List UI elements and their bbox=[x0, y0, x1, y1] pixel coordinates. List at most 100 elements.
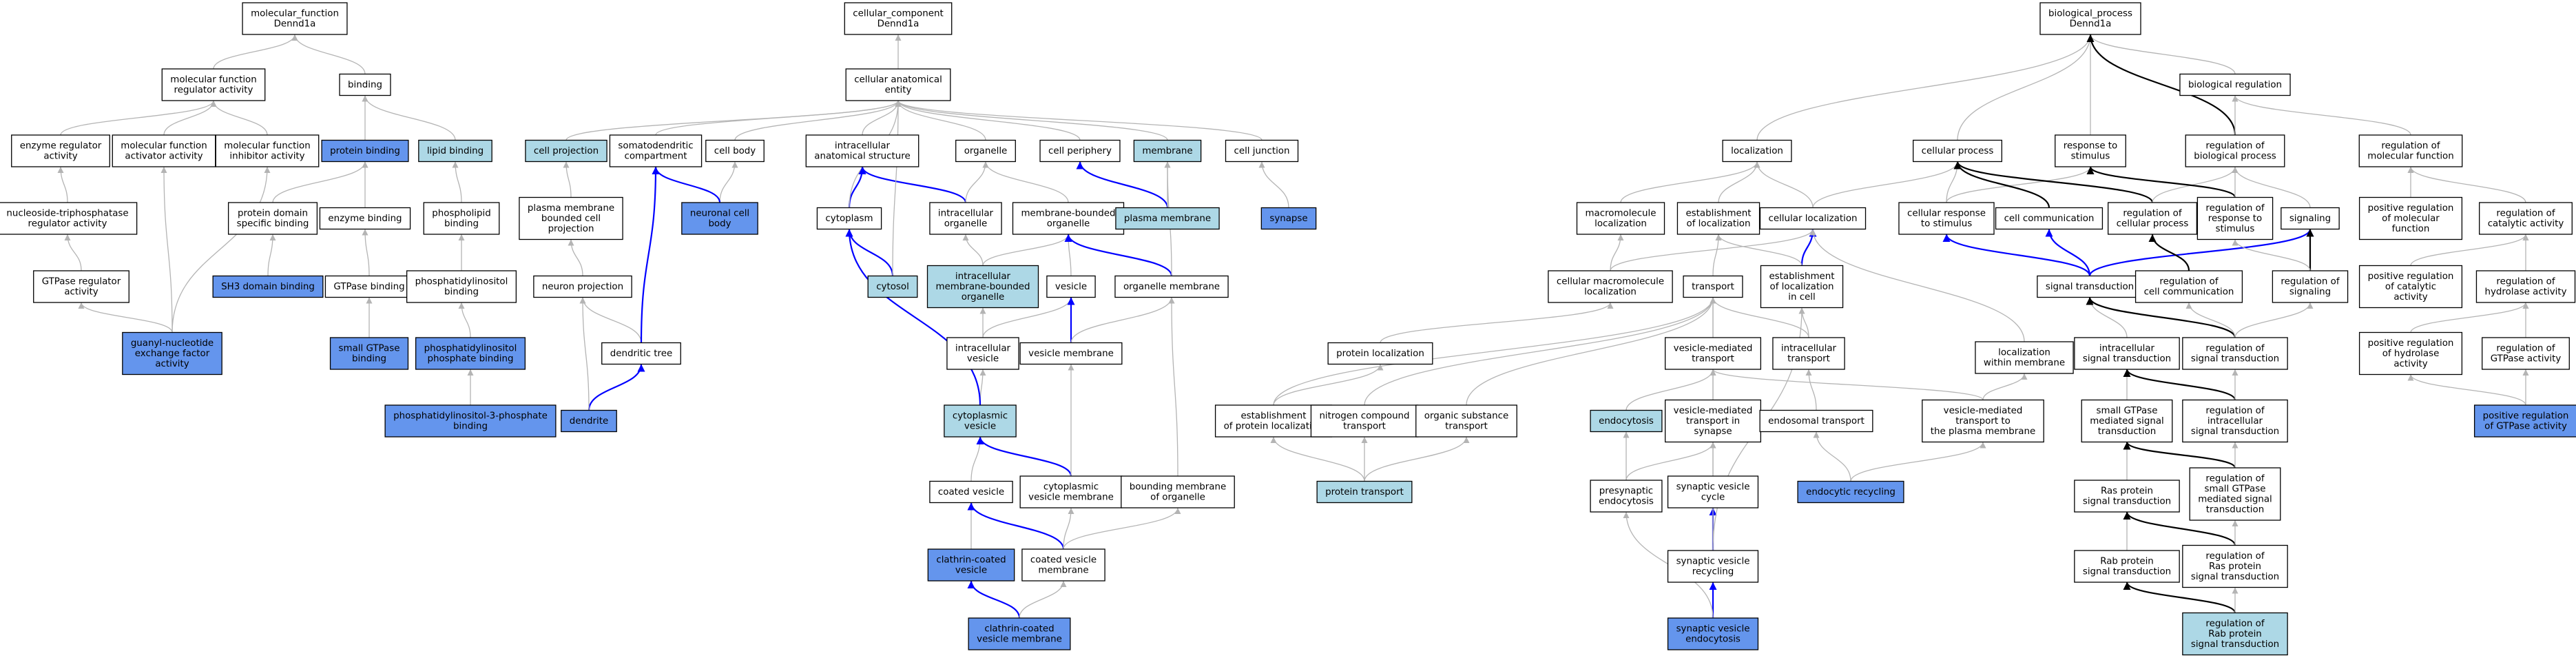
node-label: bounded cell bbox=[541, 214, 601, 224]
node-label: vesicle bbox=[955, 566, 987, 576]
node-label: cellular macromolecule bbox=[1557, 277, 1664, 287]
node-label: organic substance bbox=[1424, 411, 1508, 422]
node-label: GTPase binding bbox=[333, 282, 404, 292]
edge-mbo-to-organelle bbox=[982, 161, 1069, 203]
node-label: activity bbox=[64, 287, 98, 298]
node-label: phosphate binding bbox=[427, 354, 513, 364]
node-label: endocytic recycling bbox=[1806, 487, 1895, 497]
node-box bbox=[561, 409, 617, 433]
edge-rmf-to-biolreg bbox=[2232, 95, 2411, 136]
node-box bbox=[319, 207, 411, 230]
edge-rrabst-to-rabst bbox=[2123, 582, 2236, 613]
node-label: cytoplasm bbox=[825, 214, 873, 224]
edge-ccvm-to-ccv bbox=[967, 580, 1021, 619]
edge-endocytosis-to-vmt bbox=[1625, 369, 1716, 411]
node-box bbox=[212, 275, 324, 298]
node-box bbox=[1039, 139, 1121, 163]
node-label: vesicle membrane bbox=[1028, 493, 1114, 503]
node-label: presynaptic bbox=[1599, 486, 1653, 497]
node-label: biological_process bbox=[2048, 9, 2132, 19]
edge-eopl-to-transport bbox=[1273, 297, 1716, 406]
edge-cyto-to-ias bbox=[848, 166, 866, 208]
node-label: cellular localization bbox=[1768, 214, 1857, 224]
edge-orgmem-to-mbo bbox=[1064, 234, 1173, 276]
node-box bbox=[1772, 337, 1845, 370]
edge-cmmloc-to-mmloc bbox=[1610, 234, 1624, 271]
node-label: synapse bbox=[1269, 214, 1307, 224]
node-label: regulation of bbox=[2281, 277, 2339, 287]
node-box bbox=[681, 202, 758, 235]
node-label: catalytic activity bbox=[2488, 219, 2564, 229]
node-box bbox=[2358, 134, 2463, 167]
edge-rsgmst-to-sgmst bbox=[2123, 441, 2236, 469]
node-box bbox=[1548, 270, 1673, 303]
edge-cproj-to-cae bbox=[565, 100, 902, 141]
node-label: regulation of bbox=[2381, 141, 2440, 152]
node-label: intracellular bbox=[2099, 344, 2155, 354]
node-label: cell periphery bbox=[1048, 146, 1112, 156]
edge-ploc-to-cmmloc bbox=[1380, 302, 1614, 343]
node-box bbox=[2039, 2, 2141, 35]
node-transport: transport bbox=[1683, 275, 1743, 298]
edge-cbody-to-cae bbox=[734, 100, 902, 141]
node-label: cytoplasmic bbox=[1043, 482, 1099, 493]
node-label: Dennd1a bbox=[274, 19, 316, 30]
edge-dendrite-to-nproj bbox=[579, 297, 590, 411]
node-label: regulation of bbox=[2205, 551, 2264, 562]
node-enzb: enzyme binding bbox=[319, 207, 411, 230]
edge-vesicle-to-mbo bbox=[1065, 234, 1072, 276]
node-box bbox=[1576, 202, 1665, 235]
edge-prca-to-rca bbox=[2410, 234, 2529, 266]
node-box bbox=[1121, 475, 1235, 508]
node-label: vesicle-mediated bbox=[1944, 406, 2023, 416]
node-box bbox=[2179, 73, 2291, 96]
node-label: biological process bbox=[2194, 152, 2276, 162]
edge-cmmloc-to-cloc bbox=[1610, 229, 1816, 271]
node-label: binding bbox=[444, 287, 479, 298]
node-label: transport bbox=[1445, 422, 1488, 432]
edge-ias-to-cae bbox=[862, 100, 902, 136]
node-lipidb: lipid binding bbox=[418, 139, 492, 163]
node-label: binding bbox=[453, 422, 488, 432]
edge-imbo-to-mbo bbox=[982, 234, 1072, 266]
edge-cvmem-to-coatves bbox=[967, 502, 1065, 550]
node-box bbox=[1797, 480, 1904, 504]
node-label: phosphatidylinositol bbox=[424, 344, 517, 354]
node-box bbox=[1260, 207, 1317, 230]
node-membrane: membrane bbox=[1133, 139, 1202, 163]
edge-pipb-to-pib bbox=[458, 302, 471, 338]
node-label: Ras protein bbox=[2101, 486, 2153, 497]
node-label: phospholipid bbox=[432, 209, 491, 219]
node-binding: binding bbox=[339, 73, 391, 96]
node-label: regulator activity bbox=[174, 85, 253, 96]
node-label: organelle bbox=[962, 292, 1005, 302]
node-label: membrane-bounded bbox=[1021, 209, 1116, 219]
node-cyto: cytoplasm bbox=[816, 207, 882, 230]
node-label: transduction bbox=[2206, 505, 2264, 515]
node-label: of catalytic bbox=[2385, 282, 2436, 292]
node-label: protein localization bbox=[1336, 349, 1424, 359]
node-box bbox=[929, 480, 1013, 504]
node-label: regulation of bbox=[2205, 406, 2264, 416]
edge-ccvm-to-cvmem bbox=[1019, 580, 1067, 619]
node-label: nitrogen compound bbox=[1319, 411, 1409, 422]
edge-membrane-to-cae bbox=[895, 100, 1168, 141]
node-box bbox=[1975, 341, 2074, 374]
edge-sh3-to-pdsb bbox=[267, 234, 276, 276]
edge-rcc-to-rcp bbox=[2148, 234, 2190, 271]
edge-ncb-to-cbody bbox=[719, 161, 738, 203]
edge-rcp-to-cellproc bbox=[1953, 161, 2154, 203]
node-label: vesicle bbox=[964, 422, 996, 432]
